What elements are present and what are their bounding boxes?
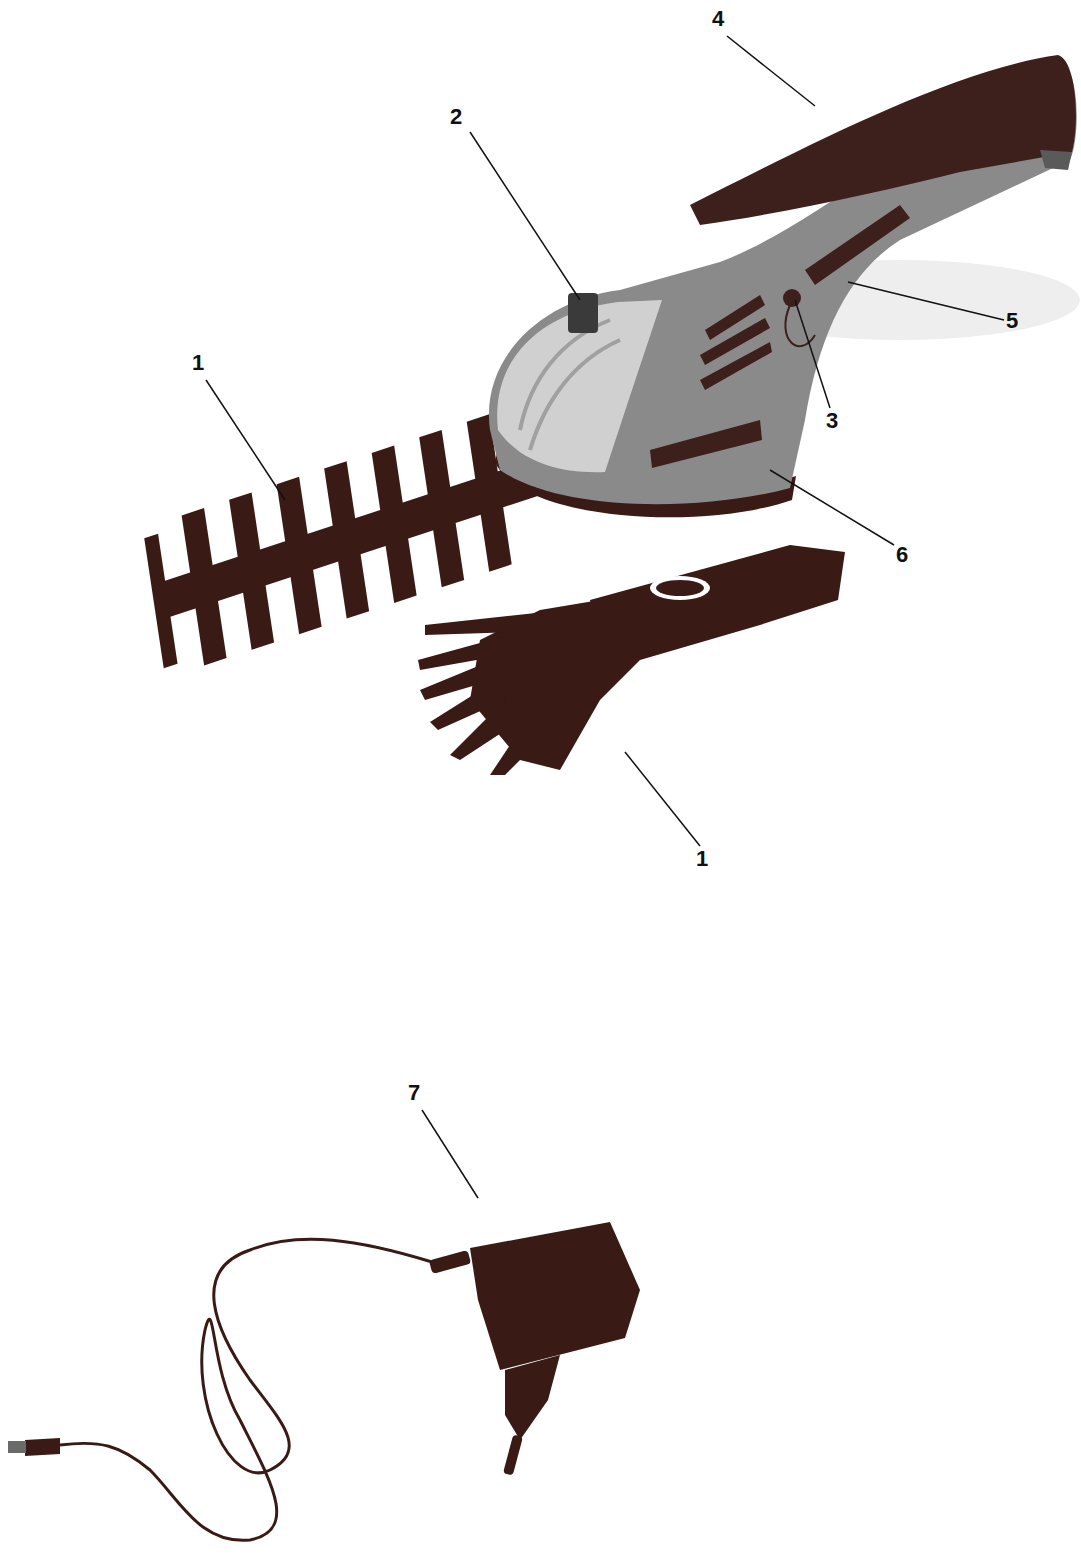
callout-number: 3 <box>826 410 838 432</box>
shears-body <box>489 55 1077 517</box>
charger <box>8 1222 640 1540</box>
hedge-blade <box>143 403 547 678</box>
leader-lines <box>206 36 1004 1198</box>
grass-blade <box>418 545 845 775</box>
callout-number: 1 <box>696 848 708 870</box>
callout-number: 5 <box>1006 310 1018 332</box>
callout-number: 4 <box>712 8 724 30</box>
callout-number: 7 <box>408 1082 420 1104</box>
callout-number: 1 <box>192 352 204 374</box>
callout-number: 6 <box>896 544 908 566</box>
callout-number: 2 <box>450 106 462 128</box>
